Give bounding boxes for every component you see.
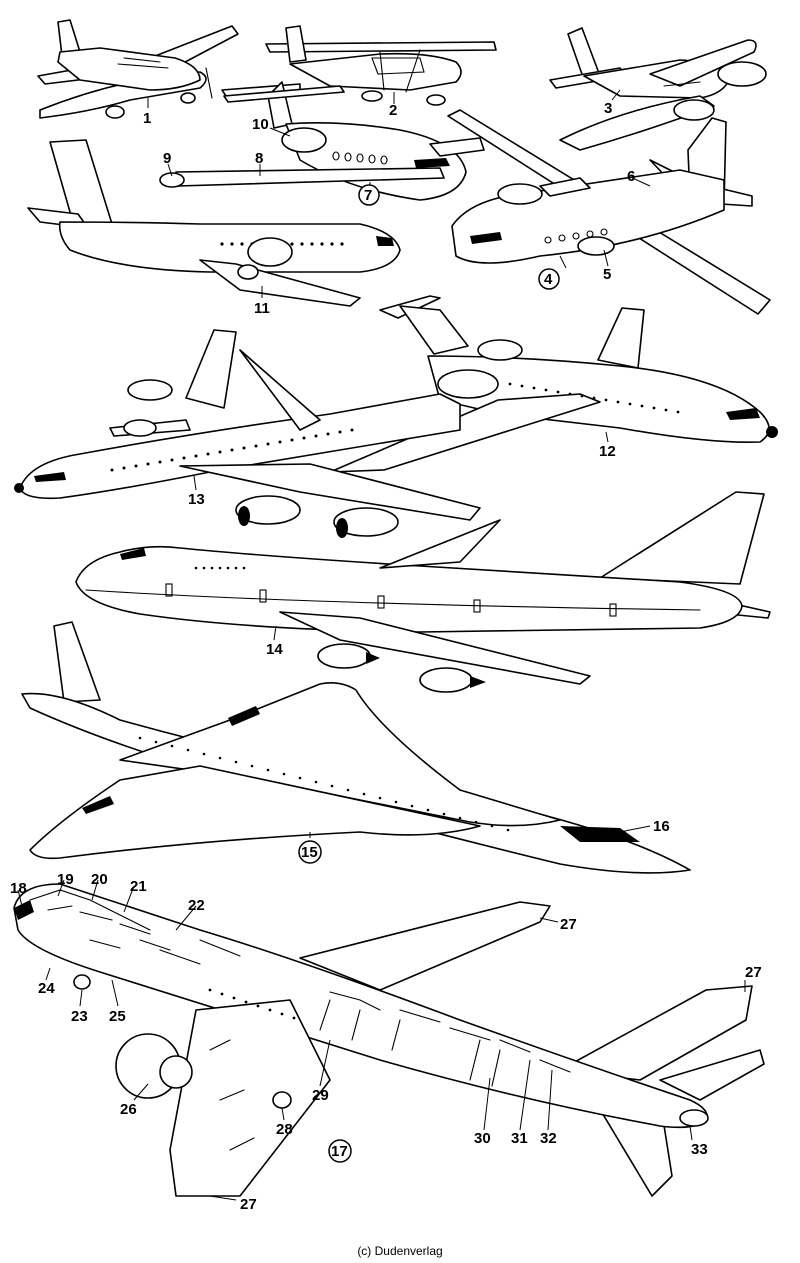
label-12: 12 [599, 443, 616, 460]
label-33: 33 [691, 1141, 708, 1158]
aircraft-15-supersonic [21, 621, 691, 874]
aircraft-14-jumbo [75, 491, 771, 693]
label-27c: 27 [240, 1196, 257, 1213]
label-5: 5 [603, 266, 611, 283]
label-22: 22 [188, 897, 205, 914]
aircraft-12-trijet [329, 295, 778, 473]
label-15: 15 [301, 844, 318, 861]
part-number-labels: 1 2 3 4 5 6 7 8 9 10 11 12 13 14 15 16 1… [10, 100, 762, 1213]
label-11: 11 [254, 300, 270, 317]
label-4: 4 [544, 271, 553, 288]
label-25: 25 [109, 1008, 126, 1025]
aircraft-7-business-jet [159, 81, 485, 201]
label-16: 16 [653, 818, 670, 835]
aircraft-4-turboprop [447, 109, 771, 315]
label-10: 10 [252, 116, 269, 133]
aircraft-17-cutaway [13, 883, 765, 1197]
label-23: 23 [71, 1008, 88, 1025]
label-29: 29 [312, 1087, 329, 1104]
label-4-circle [538, 268, 560, 290]
label-27a: 27 [560, 916, 577, 933]
label-6: 6 [627, 168, 635, 185]
label-18: 18 [10, 880, 27, 897]
label-3: 3 [604, 100, 612, 117]
copyright-notice: (c) Dudenverlag [357, 1244, 443, 1258]
aircraft-2-high-wing [221, 25, 497, 106]
label-28: 28 [276, 1121, 293, 1138]
label-8: 8 [255, 150, 263, 167]
aircraft-13-quadjet [14, 329, 481, 538]
aircraft-3-twin-engine [549, 27, 767, 151]
label-20: 20 [91, 871, 108, 888]
label-19: 19 [57, 871, 74, 888]
label-2: 2 [389, 102, 397, 119]
aircraft-1-low-wing [37, 19, 239, 119]
label-24: 24 [38, 980, 55, 997]
label-17: 17 [331, 1143, 348, 1160]
label-17-circle [328, 1139, 352, 1163]
label-9: 9 [163, 150, 171, 167]
label-13: 13 [188, 491, 205, 508]
label-14: 14 [266, 641, 283, 658]
label-32: 32 [540, 1130, 557, 1147]
label-1: 1 [143, 110, 151, 127]
leader-lines [17, 89, 746, 1201]
label-30: 30 [474, 1130, 491, 1147]
label-31: 31 [511, 1130, 528, 1147]
label-26: 26 [120, 1101, 137, 1118]
label-21: 21 [130, 878, 147, 895]
aircraft-11-widebody [27, 139, 401, 307]
label-27b: 27 [745, 964, 762, 981]
label-15-circle [298, 840, 322, 864]
label-7: 7 [364, 187, 372, 204]
label-7-circle [358, 184, 380, 206]
